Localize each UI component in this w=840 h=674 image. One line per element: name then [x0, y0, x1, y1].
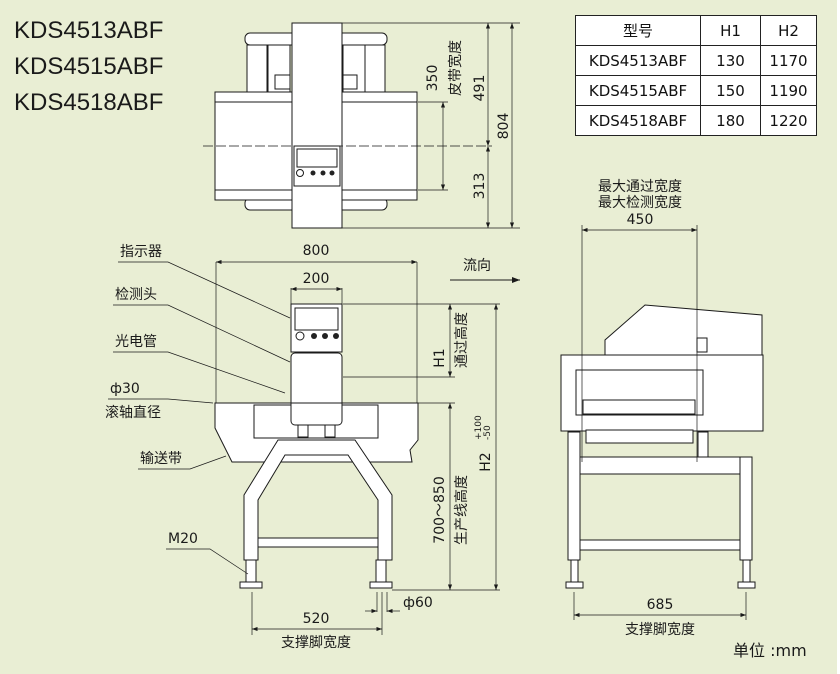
front-foot-span: 520: [303, 611, 330, 627]
h2-label: H2: [478, 452, 494, 471]
line-height-label: 生产线高度: [453, 475, 470, 545]
callout-roller-diameter-label: 滚轴直径: [105, 404, 161, 421]
model-title-3: KDS4518ABF: [14, 89, 163, 116]
dim-800: 800: [303, 243, 330, 259]
cell-model: KDS4513ABF: [575, 45, 701, 76]
side-foot-span: 685: [647, 597, 674, 613]
belt-width-value: 350: [425, 65, 441, 92]
table-row: KDS4513ABF 130 1170: [575, 45, 817, 76]
cell-h2: 1220: [760, 105, 817, 136]
dim-450: 450: [627, 212, 654, 228]
callout-detector-head: 检测头: [115, 287, 157, 303]
flow-direction-label: 流向: [463, 258, 491, 274]
dim-313: 313: [472, 173, 488, 200]
front-view: 800 200 流向 指示器 检测头 光电管 ф30 滚轴直径 输送带 M20 …: [105, 243, 520, 651]
table-header-row: 型号 H1 H2: [575, 15, 817, 46]
cell-h2: 1190: [760, 75, 817, 106]
table-row: KDS4518ABF 180 1220: [575, 105, 817, 136]
cell-h1: 150: [700, 75, 761, 106]
top-view: 350 皮带宽度 491 804 313: [203, 22, 520, 229]
callout-m20: M20: [168, 531, 198, 547]
dim-200: 200: [303, 271, 330, 287]
header-h2: H2: [760, 15, 817, 46]
dim-491: 491: [472, 75, 488, 102]
side-view: 最大通过宽度 最大检测宽度 450 685 支撑脚宽度: [560, 178, 764, 638]
unit-label: 单位 :mm: [733, 641, 807, 660]
callout-indicator: 指示器: [120, 244, 162, 260]
callout-photo-tube: 光电管: [115, 334, 157, 350]
header-h1: H1: [700, 15, 761, 46]
pass-height-label: 通过高度: [453, 312, 470, 368]
front-foot-span-label: 支撑脚宽度: [281, 634, 351, 651]
foot-diameter: ф60: [403, 595, 433, 611]
cell-h1: 130: [700, 45, 761, 76]
cell-model: KDS4518ABF: [575, 105, 701, 136]
callout-conveyor-belt: 输送带: [140, 451, 182, 467]
header-model: 型号: [575, 15, 701, 46]
callout-roller-diameter-value: ф30: [110, 381, 140, 397]
belt-width-label: 皮带宽度: [447, 40, 464, 96]
page-edge: [837, 0, 840, 674]
max-pass-width-label: 最大通过宽度: [598, 178, 682, 195]
cell-h1: 180: [700, 105, 761, 136]
dim-804: 804: [496, 113, 512, 140]
max-detect-width-label: 最大检测宽度: [598, 194, 682, 211]
line-height-value: 700～850: [432, 476, 448, 543]
model-title-2: KDS4515ABF: [14, 53, 163, 80]
table-row: KDS4515ABF 150 1190: [575, 75, 817, 106]
spec-table: 型号 H1 H2 KDS4513ABF 130 1170 KDS4515ABF …: [575, 15, 817, 136]
cell-model: KDS4515ABF: [575, 75, 701, 106]
h2-tolerance-plus: +100: [474, 415, 484, 440]
cell-h2: 1170: [760, 45, 817, 76]
h1-label: H1: [432, 348, 448, 367]
model-title-1: KDS4513ABF: [14, 17, 163, 44]
h2-tolerance-minus: -50: [483, 425, 493, 440]
side-foot-span-label: 支撑脚宽度: [625, 621, 695, 638]
